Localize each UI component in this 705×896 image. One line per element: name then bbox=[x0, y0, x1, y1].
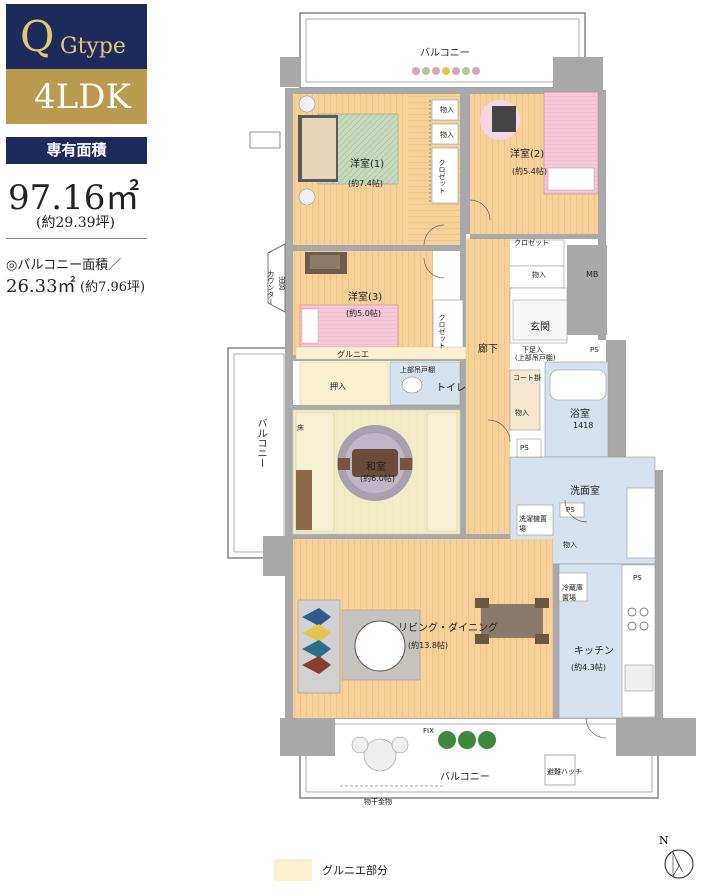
ps-label: PS bbox=[566, 506, 575, 514]
western-3-size: (約5.0帖) bbox=[346, 309, 381, 318]
ps-label: PS bbox=[590, 346, 599, 354]
toilet-label: トイレ bbox=[436, 383, 466, 394]
bath-size: 1418 bbox=[573, 421, 594, 430]
toilet-room bbox=[389, 361, 461, 406]
shoe-box-label: 下足入 bbox=[522, 346, 543, 354]
area-heading: 専有面積 bbox=[6, 137, 147, 164]
legend-swatch bbox=[274, 859, 312, 881]
closet-label: クロゼット bbox=[438, 159, 446, 194]
entrance bbox=[512, 299, 568, 341]
western-3-label: 洋室(3) bbox=[348, 292, 383, 303]
japanese-size: (約6.0帖) bbox=[360, 474, 395, 483]
hatch-label: 避難ハッチ bbox=[547, 768, 582, 776]
storage-label: 物入 bbox=[532, 271, 546, 279]
stool bbox=[298, 95, 316, 113]
mb-label: MB bbox=[586, 270, 599, 279]
divider bbox=[6, 238, 147, 239]
western-1-size: (約7.4帖) bbox=[348, 179, 383, 188]
compass-label: N bbox=[659, 834, 669, 847]
kitchen-size: (約4.3帖) bbox=[571, 663, 606, 672]
western-2-label: 洋室(2) bbox=[510, 149, 545, 160]
type-badge: Q Gtype bbox=[6, 4, 147, 69]
western-2-size: (約5.4帖) bbox=[512, 167, 547, 176]
kitchen-label: キッチン bbox=[574, 646, 614, 657]
balcony-bottom bbox=[299, 717, 659, 799]
washroom-label: 洗面室 bbox=[570, 486, 600, 497]
wall-pillar bbox=[553, 57, 603, 92]
low-table bbox=[352, 449, 398, 477]
fridge-label: 冷蔵庫置場 bbox=[562, 584, 583, 602]
balcony-area-heading: ◎バルコニー面積／ bbox=[6, 258, 122, 273]
bay-window bbox=[267, 243, 286, 313]
layout-text: 4LDK bbox=[34, 77, 131, 117]
living-label: リビング・ダイニング bbox=[398, 623, 498, 634]
oshiire bbox=[299, 361, 389, 406]
type-letter: Q bbox=[20, 12, 55, 61]
balcony-side-label: バルコニー bbox=[255, 418, 266, 468]
shoe-box-sub-label: (上部吊戸棚) bbox=[515, 354, 556, 362]
hallway bbox=[466, 239, 510, 534]
oshiire-label: 押入 bbox=[330, 382, 346, 391]
wall-pillar bbox=[616, 718, 696, 756]
coffee-table bbox=[354, 620, 406, 672]
fix-label: FIX bbox=[423, 727, 434, 735]
layout-badge: 4LDK bbox=[6, 69, 147, 124]
western-1-label: 洋室(1) bbox=[350, 159, 385, 170]
balcony-top-label: バルコニー bbox=[420, 48, 470, 59]
dining-table bbox=[481, 604, 543, 638]
storage-label: 物入 bbox=[440, 131, 454, 139]
wall-pillar bbox=[280, 57, 300, 87]
balcony-side bbox=[227, 347, 291, 559]
balcony-area-tsubo: (約7.96坪) bbox=[80, 280, 146, 295]
legend-text: グルニエ部分 bbox=[322, 864, 388, 877]
upper-shelf-label: 上部吊戸棚 bbox=[400, 366, 435, 374]
wall-pillar bbox=[280, 718, 335, 756]
ps-label: PS bbox=[520, 444, 529, 452]
hallway-label: 廊下 bbox=[478, 344, 498, 355]
closet-label: クロゼット bbox=[514, 239, 549, 247]
storage-label: 物入 bbox=[440, 106, 454, 114]
toko-label: 床 bbox=[297, 424, 304, 432]
north-arrow-icon: N bbox=[659, 834, 694, 879]
area-tsubo: (約29.39坪) bbox=[36, 215, 116, 231]
bath-label: 浴室 bbox=[570, 409, 590, 420]
coat-label: コート掛 bbox=[513, 374, 541, 382]
drying-hardware-label: 物干金物 bbox=[364, 798, 392, 806]
japanese-label: 和室 bbox=[366, 462, 386, 473]
washer-label: 洗濯機置場 bbox=[519, 515, 547, 533]
grunier-label: グルニエ bbox=[337, 350, 369, 359]
living-size: (約13.8帖) bbox=[408, 641, 449, 650]
type-suffix: Gtype bbox=[60, 34, 126, 59]
balcony-area-value: 26.33㎡ bbox=[6, 276, 76, 297]
area-value: 97.16㎡ bbox=[8, 178, 140, 218]
bay-window-label: 出窓 bbox=[278, 276, 286, 290]
entrance-label: 玄関 bbox=[530, 322, 550, 333]
counter-label: カウンター bbox=[267, 270, 275, 305]
storage-label: 物入 bbox=[563, 541, 577, 549]
balcony-bottom-label: バルコニー bbox=[440, 772, 490, 783]
ps-label: PS bbox=[633, 574, 642, 582]
closet-label: クロゼット bbox=[438, 314, 446, 349]
storage-label: 物入 bbox=[515, 409, 529, 417]
